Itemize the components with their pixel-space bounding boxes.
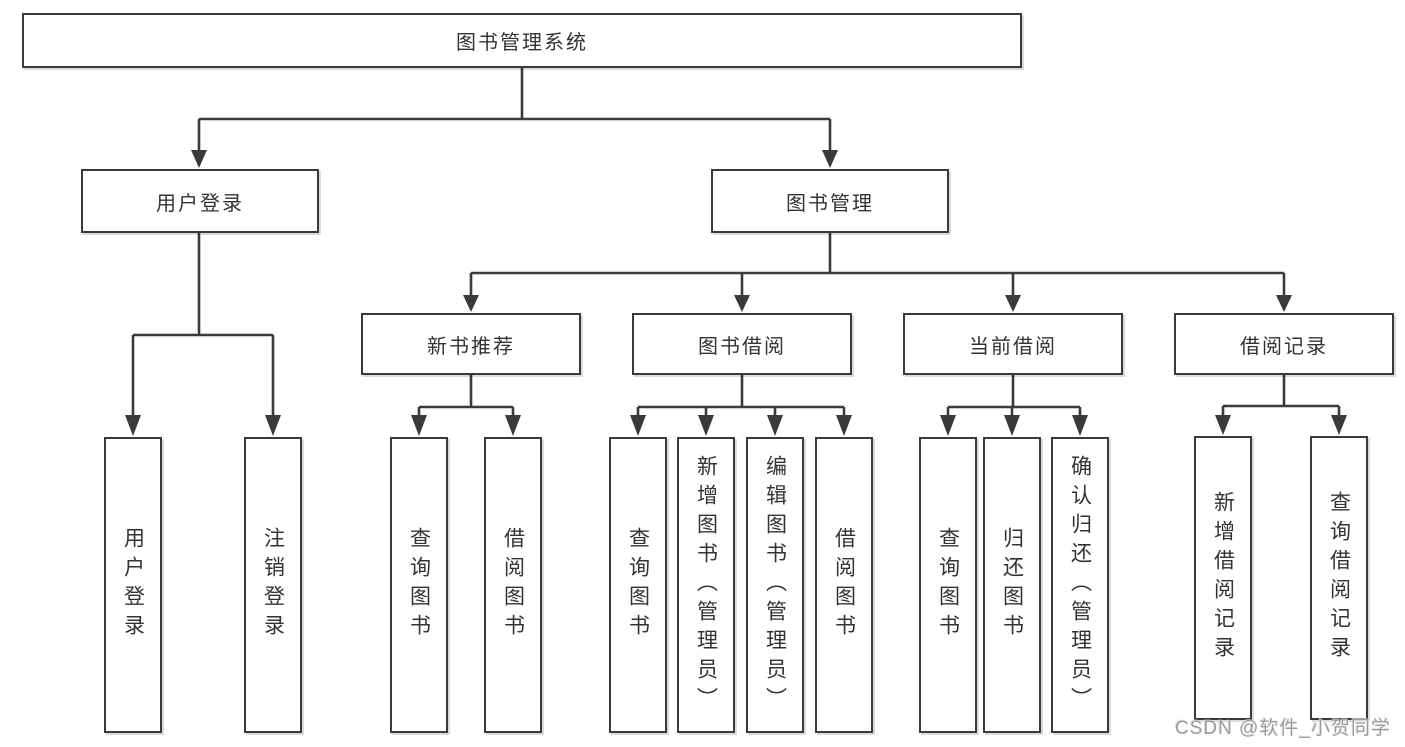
node-book-management: 图书管理 [711, 169, 949, 233]
node-root-label: 图书管理系统 [456, 32, 588, 54]
node-book-borrow: 图书借阅 [632, 313, 852, 375]
csdn-watermark: CSDN @软件_小贺同学 [1175, 718, 1391, 739]
leaf-current-return-book-label: 归还图书 [1000, 527, 1024, 643]
leaf-borrow-edit-book-admin-label: 编辑图书（管理员） [763, 454, 787, 716]
leaf-borrow-edit-book-admin: 编辑图书（管理员） [746, 437, 804, 733]
leaf-current-confirm-return-admin-label: 确认归还（管理员） [1068, 454, 1092, 716]
leaf-recommend-borrow-book: 借阅图书 [484, 437, 542, 733]
leaf-borrow-add-book-admin-label: 新增图书（管理员） [694, 454, 718, 716]
node-current-borrow-label: 当前借阅 [969, 335, 1057, 358]
leaf-recommend-query-book: 查询图书 [390, 437, 448, 733]
node-borrow-record-label: 借阅记录 [1240, 335, 1328, 358]
node-book-borrow-label: 图书借阅 [698, 335, 786, 358]
node-user-login-label: 用户登录 [156, 192, 244, 215]
node-current-borrow: 当前借阅 [903, 313, 1123, 375]
node-user-login: 用户登录 [81, 169, 319, 233]
node-borrow-record: 借阅记录 [1174, 313, 1394, 375]
arrowhead-icons [125, 150, 1347, 436]
leaf-current-query-book: 查询图书 [919, 437, 977, 733]
node-root-library-system: 图书管理系统 [22, 13, 1022, 68]
node-new-book-recommend-label: 新书推荐 [427, 335, 515, 358]
leaf-record-add-borrow-record-label: 新增借阅记录 [1211, 491, 1235, 665]
node-book-management-label: 图书管理 [786, 192, 874, 215]
leaf-borrow-query-book-label: 查询图书 [626, 527, 650, 643]
leaf-borrow-borrow-book-label: 借阅图书 [832, 527, 856, 643]
leaf-record-add-borrow-record: 新增借阅记录 [1194, 436, 1252, 720]
leaf-logout: 注销登录 [244, 437, 302, 733]
leaf-borrow-query-book: 查询图书 [609, 437, 667, 733]
leaf-current-confirm-return-admin: 确认归还（管理员） [1051, 437, 1109, 733]
leaf-logout-label: 注销登录 [261, 527, 285, 643]
leaf-record-query-borrow-record: 查询借阅记录 [1310, 436, 1368, 720]
leaf-borrow-add-book-admin: 新增图书（管理员） [677, 437, 735, 733]
leaf-recommend-borrow-book-label: 借阅图书 [501, 527, 525, 643]
leaf-recommend-query-book-label: 查询图书 [407, 527, 431, 643]
leaf-borrow-borrow-book: 借阅图书 [815, 437, 873, 733]
leaf-user-login-label: 用户登录 [121, 527, 145, 643]
leaf-current-query-book-label: 查询图书 [936, 527, 960, 643]
leaf-user-login: 用户登录 [104, 437, 162, 733]
leaf-current-return-book: 归还图书 [983, 437, 1041, 733]
leaf-record-query-borrow-record-label: 查询借阅记录 [1327, 491, 1351, 665]
node-new-book-recommend: 新书推荐 [361, 313, 581, 375]
